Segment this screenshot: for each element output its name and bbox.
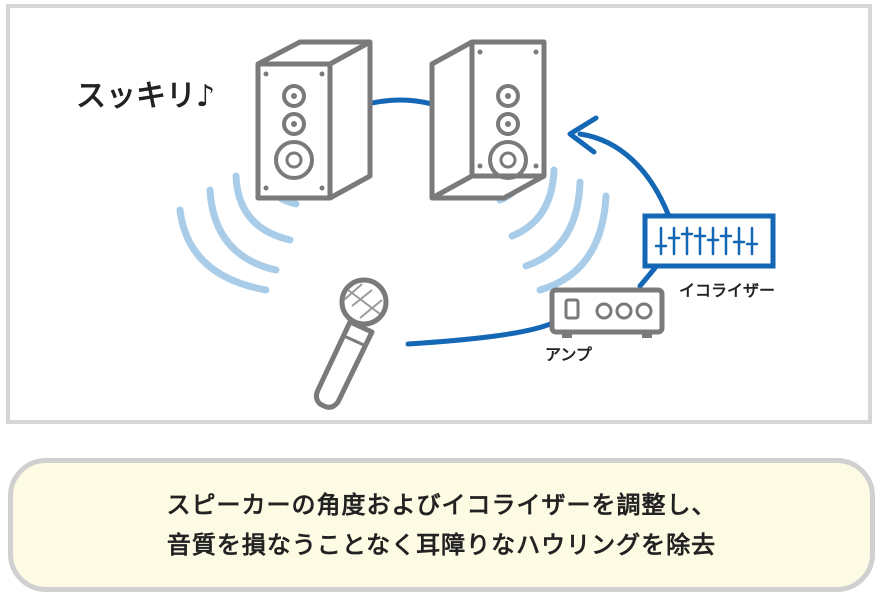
right-speaker-icon bbox=[429, 39, 547, 201]
amp-to-eq-line bbox=[637, 265, 658, 289]
headline: スッキリ♪ bbox=[76, 79, 215, 114]
howling-removal-illustration: スッキリ♪ bbox=[76, 39, 776, 410]
microphone-icon bbox=[313, 277, 389, 410]
speaker-link-line bbox=[365, 97, 435, 107]
equalizer-icon bbox=[642, 213, 776, 269]
arrow-head-icon bbox=[567, 115, 599, 155]
equalizer-label: イコライザー bbox=[679, 281, 775, 300]
amplifier-icon bbox=[549, 287, 665, 338]
mic-to-amp-line bbox=[405, 319, 558, 347]
amp-label: アンプ bbox=[545, 345, 593, 364]
eq-to-speaker-line bbox=[577, 131, 671, 217]
caption-line-1: スピーカーの角度およびイコライザーを調整し、 bbox=[166, 491, 717, 519]
caption-box: スピーカーの角度およびイコライザーを調整し、 音質を損なうことなく耳障りなハウリ… bbox=[8, 458, 875, 592]
caption-line-2: 音質を損なうことなく耳障りなハウリングを除去 bbox=[166, 531, 717, 559]
left-speaker-icon bbox=[255, 39, 373, 201]
